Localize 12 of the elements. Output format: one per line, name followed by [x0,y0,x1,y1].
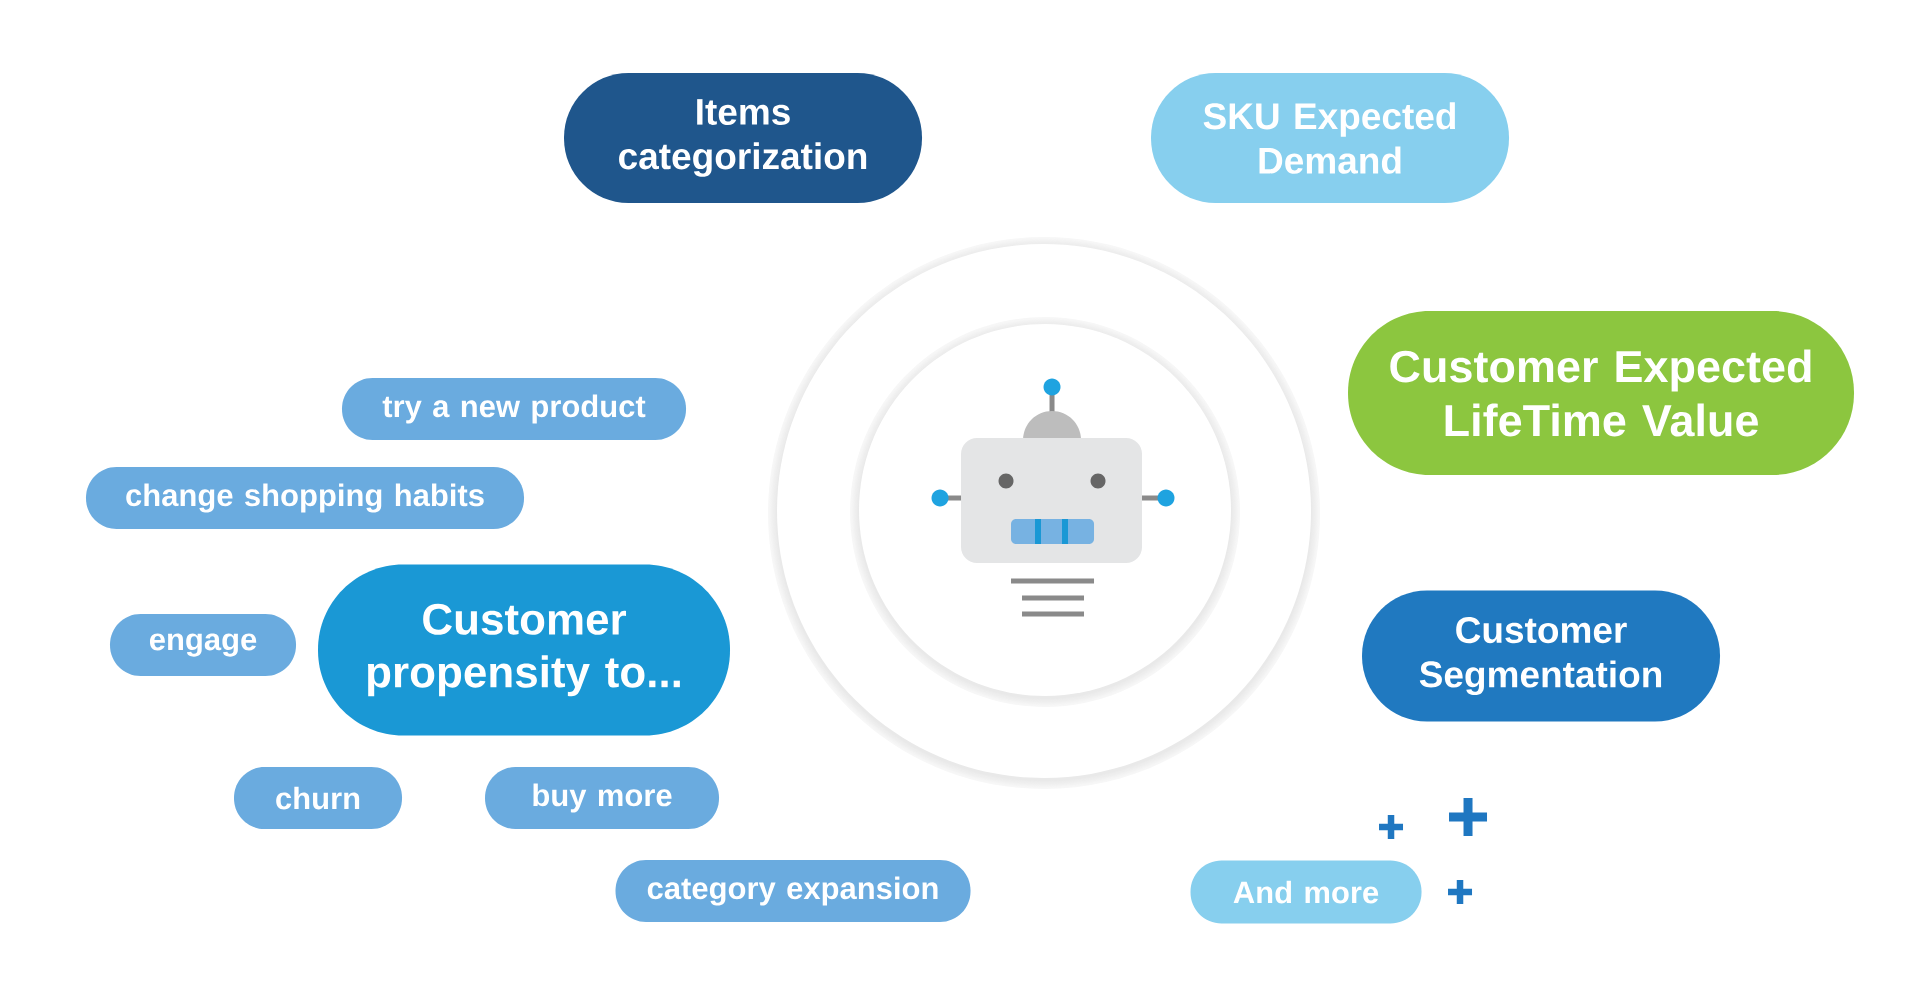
pill-box: buy more [485,767,719,829]
pill-box: churn [234,767,402,829]
pill-box: And more [1190,860,1422,924]
pill-box: Customer Segmentation [1362,590,1720,722]
pill-box: try a new product [342,378,686,440]
pill-box: Customer propensity to... [318,564,730,736]
pill-box: Customer Expected LifeTime Value [1348,311,1854,475]
pill-box: change shopping habits [86,467,524,529]
pill-box: category expansion [615,860,971,922]
pill-box: engage [110,614,296,676]
pill-box: Items categorization [564,73,922,203]
pill-box: SKU Expected Demand [1151,73,1509,203]
